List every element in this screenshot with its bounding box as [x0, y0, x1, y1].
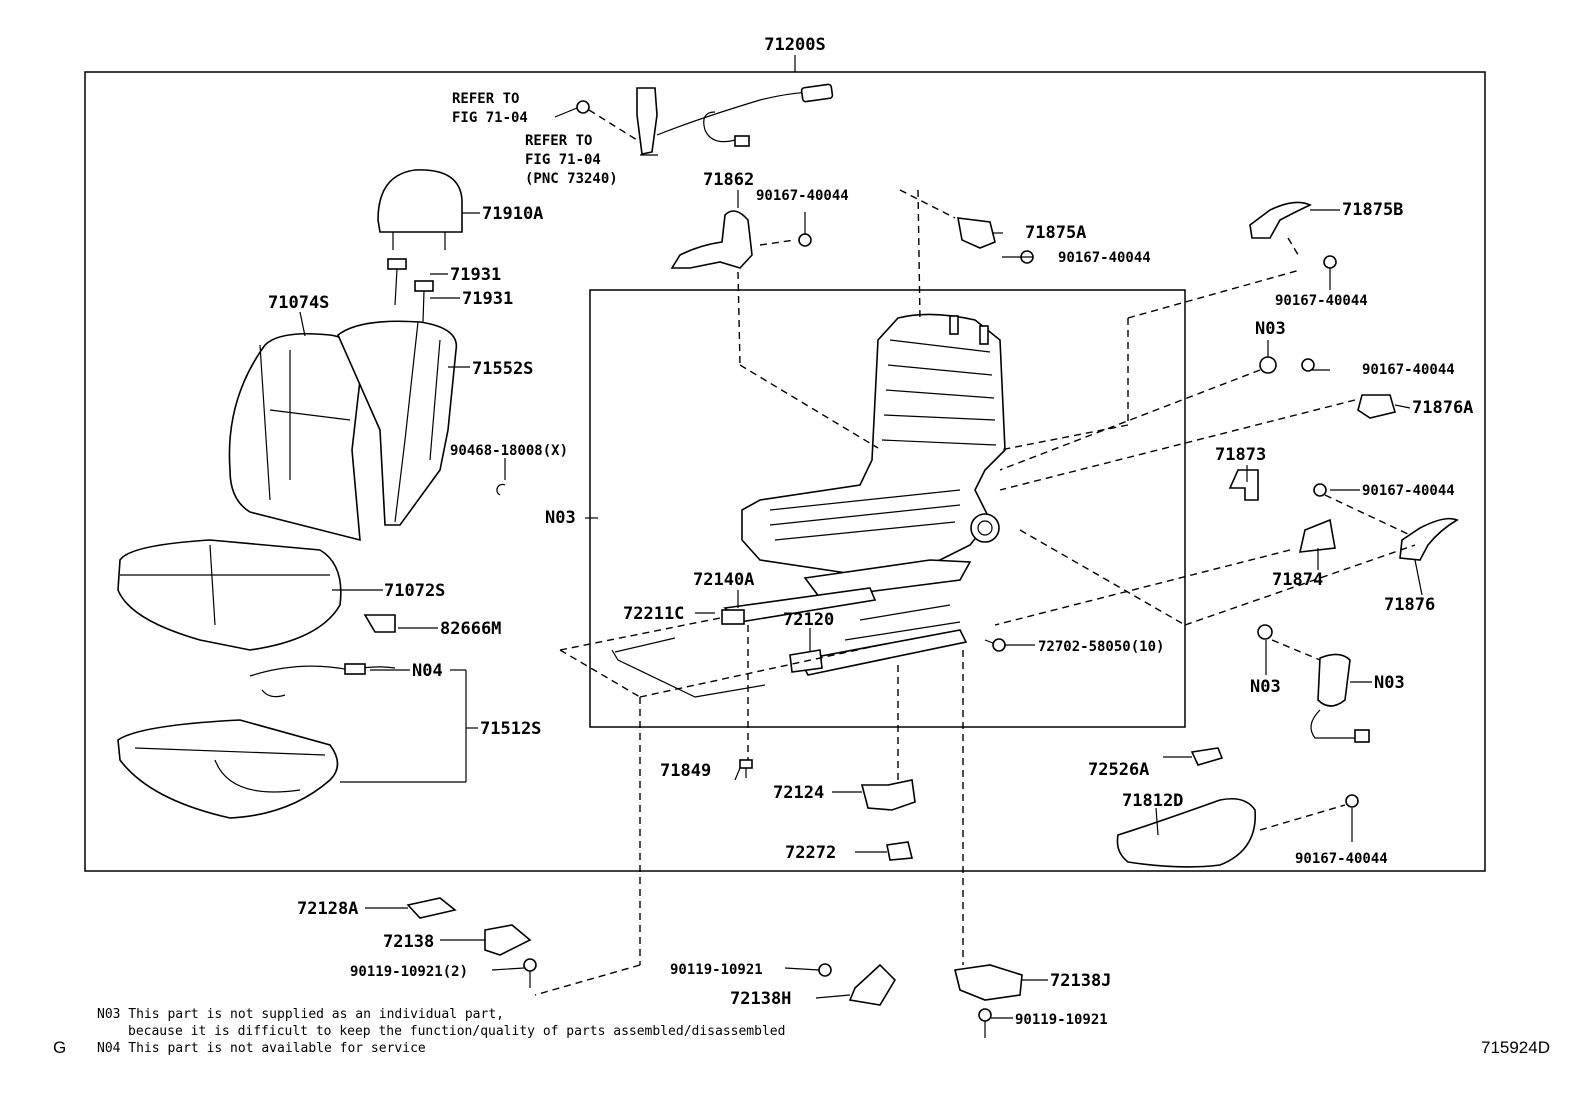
label-N03-b: N03 — [545, 508, 576, 528]
part-71875B-lever — [1249, 201, 1337, 269]
seat-belt-buckle — [576, 83, 834, 155]
label-71876A: 71876A — [1412, 398, 1473, 418]
part-72138H-cover — [818, 963, 897, 1006]
part-71874-bracket — [1298, 518, 1336, 553]
label-71931-b: 71931 — [462, 289, 513, 309]
part-72128A-cap — [406, 897, 457, 919]
part-72124-cover — [860, 779, 916, 811]
label-72272: 72272 — [785, 843, 836, 863]
label-90167-a: 90167-40044 — [756, 188, 849, 204]
part-N03-clip-a — [1259, 356, 1277, 374]
part-71074S-seatback-cover — [228, 332, 362, 542]
relation-dashed-lines — [534, 189, 1416, 996]
label-90167-e: 90167-40044 — [1362, 483, 1455, 499]
leader-lines — [299, 107, 1423, 1019]
refer-label-2-line3: (PNC 73240) — [525, 171, 618, 187]
label-90468: 90468-18008(X) — [450, 443, 568, 459]
part-72211C-rod — [611, 637, 766, 698]
label-72140A: 72140A — [693, 570, 754, 590]
note-N03-line2: because it is difficult to keep the func… — [128, 1024, 785, 1039]
label-72526A: 72526A — [1088, 760, 1149, 780]
part-N03-side-airbag — [1310, 653, 1370, 743]
seat-frame-inner-box — [589, 289, 1186, 728]
part-90119-bolt-a — [523, 958, 537, 988]
label-71512S: 71512S — [480, 719, 541, 739]
part-72526A-cap — [1190, 747, 1224, 766]
label-72138J: 72138J — [1050, 971, 1111, 991]
part-72138-cover — [484, 924, 532, 956]
seat-slide-rails — [721, 587, 1006, 676]
part-71072S-cushion-cover — [117, 539, 342, 651]
part-71862-bracket — [670, 210, 812, 269]
label-71862: 71862 — [703, 170, 754, 190]
label-N03-d: N03 — [1374, 673, 1405, 693]
label-90119-a: 90119-10921(2) — [350, 964, 468, 980]
part-71512S-cushion-pad — [117, 719, 339, 819]
part-82666M-bracket — [363, 614, 396, 633]
label-71875B: 71875B — [1342, 200, 1403, 220]
label-72211C: 72211C — [623, 604, 684, 624]
label-72138H: 72138H — [730, 989, 791, 1009]
label-71072S: 71072S — [384, 581, 445, 601]
assembly-outer-frame — [84, 71, 1486, 872]
label-90119-b: 90119-10921 — [670, 962, 763, 978]
label-72124: 72124 — [773, 783, 824, 803]
label-71074S: 71074S — [268, 293, 329, 313]
part-71876A-cover — [1301, 358, 1397, 419]
label-71812D: 71812D — [1122, 791, 1183, 811]
label-90167-d: 90167-40044 — [1362, 362, 1455, 378]
label-71875A: 71875A — [1025, 223, 1086, 243]
part-90167-screw-f — [1345, 794, 1359, 808]
label-90167-c: 90167-40044 — [1275, 293, 1368, 309]
diagram-id: 715924D — [1481, 1038, 1550, 1057]
label-71873: 71873 — [1215, 445, 1266, 465]
seat-frame-assembly — [741, 313, 1006, 599]
label-90167-b: 90167-40044 — [1058, 250, 1151, 266]
label-90167-f: 90167-40044 — [1295, 851, 1388, 867]
part-71873-bracket — [1228, 469, 1259, 501]
note-N03-line1: N03 This part is not supplied as an indi… — [97, 1007, 504, 1022]
part-71552S-seatback-pad — [337, 320, 458, 526]
part-71812D-shield — [1116, 797, 1256, 868]
note-N04-line: N04 This part is not available for servi… — [97, 1041, 426, 1056]
label-71876: 71876 — [1384, 595, 1435, 615]
label-72128A: 72128A — [297, 899, 358, 919]
label-72702: 72702-58050(10) — [1038, 639, 1164, 655]
part-71849-pin — [739, 759, 753, 778]
part-71876-lever — [1313, 483, 1459, 561]
hog-ring — [496, 483, 506, 496]
label-71910A: 71910A — [482, 204, 543, 224]
label-71849: 71849 — [660, 761, 711, 781]
part-72138J-cover — [954, 964, 1023, 1001]
label-N03-c: N03 — [1250, 677, 1281, 697]
label-82666M: 82666M — [440, 619, 501, 639]
part-N04-harness — [249, 663, 396, 698]
refer-label-1-line1: REFER TO — [452, 91, 519, 107]
corner-left-mark: G — [53, 1038, 66, 1057]
refer-label-2-line2: FIG 71-04 — [525, 152, 601, 168]
part-71931-guides — [387, 258, 434, 323]
label-N04: N04 — [412, 661, 443, 681]
assembly-label: 71200S — [764, 35, 825, 55]
refer-label-2-line1: REFER TO — [525, 133, 592, 149]
part-71910A-headrest — [377, 169, 463, 250]
label-72120: 72120 — [783, 610, 834, 630]
label-N03-a: N03 — [1255, 319, 1286, 339]
label-71874: 71874 — [1272, 570, 1323, 590]
label-71552S: 71552S — [472, 359, 533, 379]
part-72272-clip — [886, 841, 914, 861]
part-90119-bolt-c — [978, 1008, 992, 1038]
part-N03-clip-c — [1257, 624, 1273, 640]
label-71931-a: 71931 — [450, 265, 501, 285]
label-72138: 72138 — [383, 932, 434, 952]
part-71875A-cover — [899, 189, 1034, 264]
label-90119-c: 90119-10921 — [1015, 1012, 1108, 1028]
refer-label-1-line2: FIG 71-04 — [452, 110, 528, 126]
